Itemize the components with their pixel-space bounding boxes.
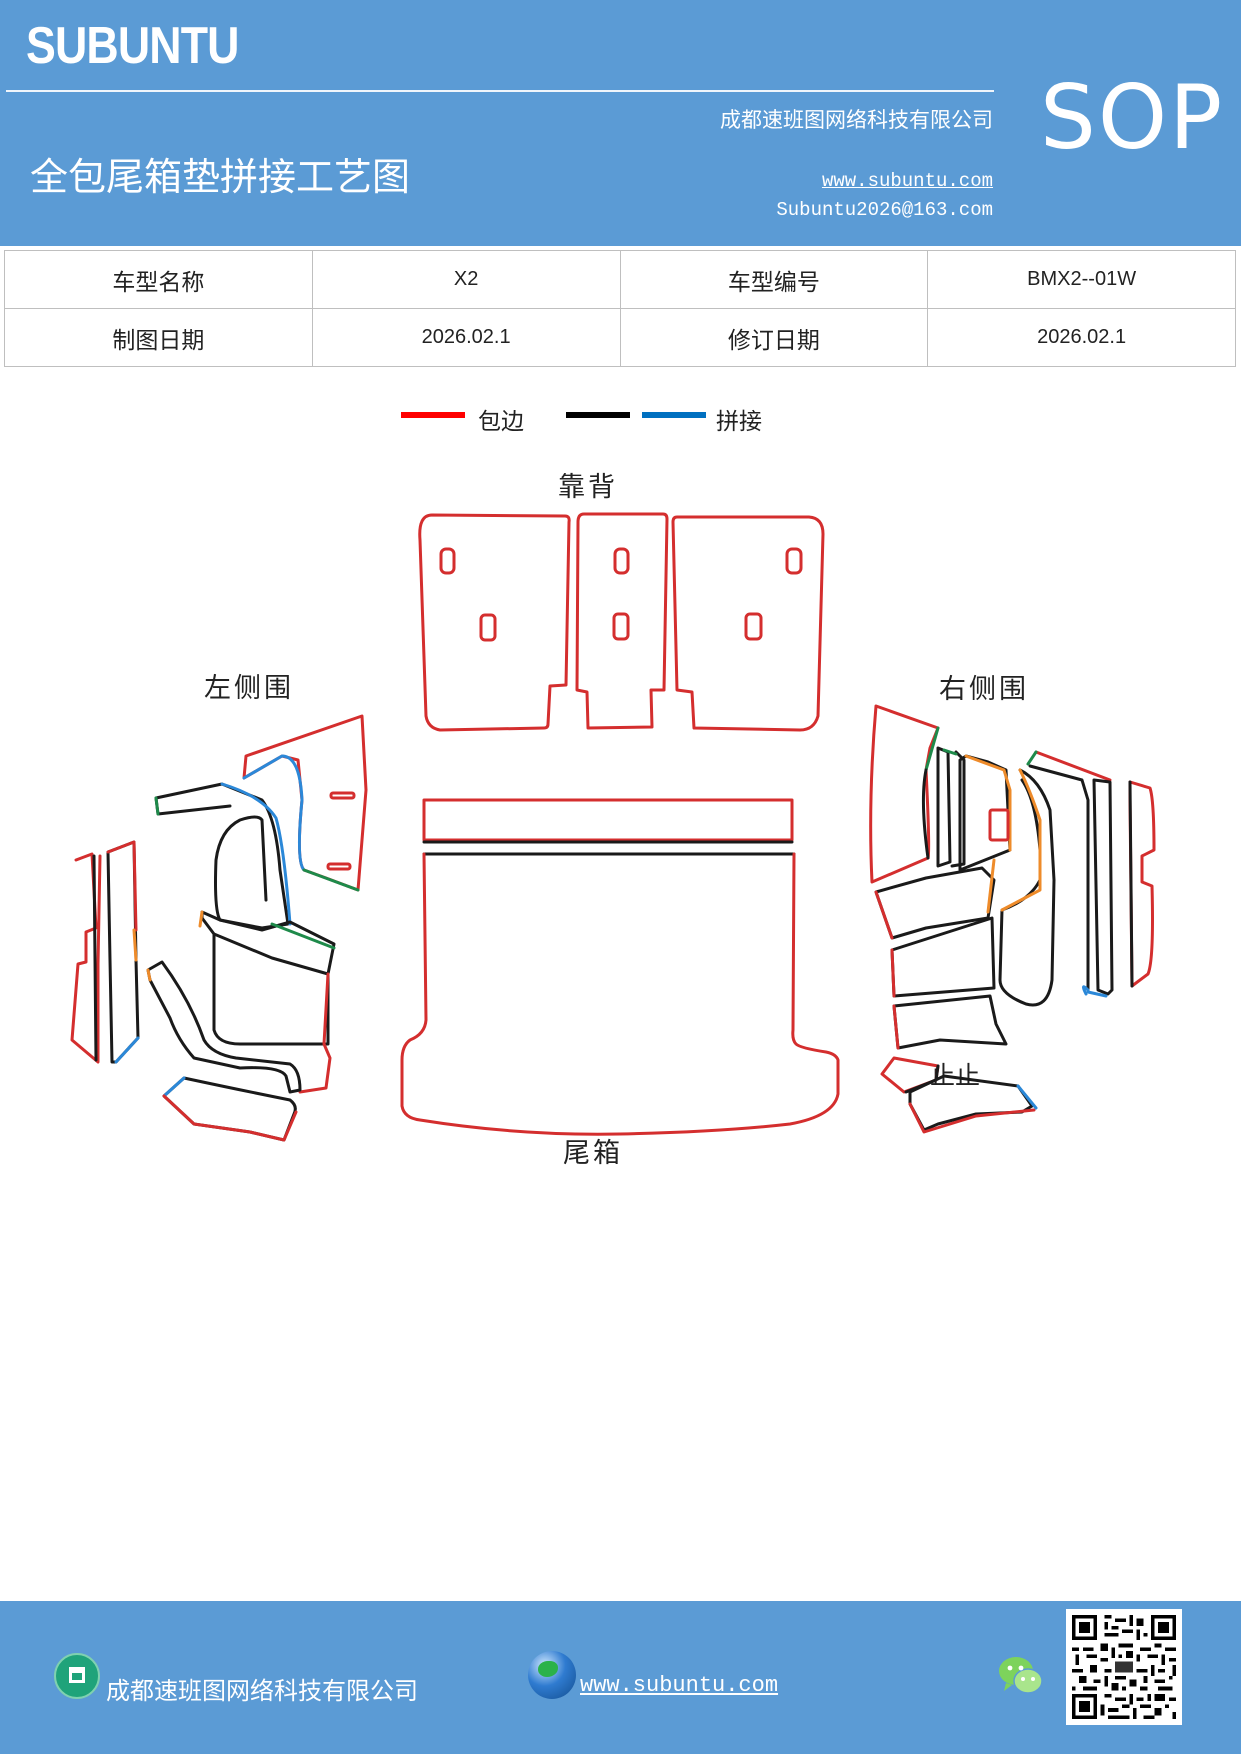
mat-layout-diagram: 靠背 左侧围 右侧围 尾箱 止止 [70, 472, 1156, 1169]
right-piece-stack-2 [890, 916, 996, 998]
left-piece-arch [154, 782, 290, 930]
left-piece-curve [146, 960, 302, 1094]
right-side-group [869, 704, 1156, 1134]
right-arch-edge [1034, 750, 1112, 782]
brand-logo: SUBUNTU [26, 17, 239, 75]
right-piece-window [958, 754, 1012, 872]
footer-company-name: 成都速班图网络科技有限公司 [106, 1677, 418, 1705]
left-curve-orange [146, 968, 152, 982]
legend-splice-line [642, 412, 706, 418]
left-mid-green [270, 922, 336, 950]
right-strip-splice-left [1081, 985, 1090, 996]
right-bottom-splice [1016, 1084, 1038, 1110]
left-bottom-splice [162, 1076, 186, 1098]
right-piece-stack-3 [892, 994, 1008, 1050]
header-banner: SUBUNTU SOP 成都速班图网络科技有限公司 全包尾箱垫拼接工艺图 www… [0, 0, 1241, 246]
right-stack-1-orange [986, 858, 996, 914]
left-strip-inner-edge [106, 840, 138, 932]
left-piece-tall-splice [242, 754, 306, 872]
backrest-right-panel [671, 515, 825, 732]
website-link[interactable]: www.subuntu.com [821, 170, 993, 192]
model-name-label: 车型名称 [4, 250, 313, 309]
right-stack-2-edge [890, 948, 896, 998]
trunk-group [400, 798, 840, 1136]
model-code-value: BMX2--01W [927, 250, 1236, 309]
left-side-group [70, 714, 368, 1142]
wechat-icon[interactable] [998, 1653, 1044, 1697]
footer-banner: 成都速班图网络科技有限公司 www.subuntu.com [0, 1601, 1241, 1754]
left-piece-mid [200, 910, 336, 1046]
table-row: 制图日期 2026.02.1 修订日期 2026.02.1 [4, 308, 1236, 367]
right-tall-green [924, 726, 940, 772]
right-arch-green [1026, 750, 1038, 766]
vehicle-info-table: 车型名称 X2 车型编号 BMX2--01W 制图日期 2026.02.1 修订… [4, 250, 1236, 367]
right-column-green [942, 748, 958, 756]
trunk-strip-panel [422, 798, 794, 842]
header-divider [6, 90, 994, 92]
page-title: 全包尾箱垫拼接工艺图 [30, 155, 411, 199]
right-bottom-edge [908, 1102, 1036, 1134]
backrest-hole [612, 612, 630, 641]
backrest-hole [785, 547, 803, 575]
left-arch-splice [220, 782, 292, 926]
right-stack-1-edge [874, 890, 894, 940]
backrest-left-panel [418, 513, 571, 732]
legend: 包边 拼接 [0, 398, 1241, 438]
revise-date-label: 修订日期 [619, 308, 929, 367]
right-window-orange [964, 754, 1012, 852]
right-strip-splice [1086, 990, 1108, 998]
legend-edge-label: 包边 [478, 409, 524, 435]
email-address: Subuntu2026@163.com [776, 199, 993, 221]
qr-code[interactable] [1066, 1609, 1182, 1725]
left-piece-bottom [162, 1076, 297, 1142]
backrest-hole [613, 547, 630, 575]
right-piece-strip [1092, 778, 1114, 996]
left-strip-splice [114, 1036, 140, 1064]
trunk-main-panel [400, 852, 840, 1136]
right-piece-tall [869, 704, 940, 884]
legend-splice-label: 拼接 [716, 409, 762, 435]
company-name: 成都速班图网络科技有限公司 [720, 108, 993, 132]
left-mark [329, 791, 356, 800]
label-right-side: 右侧围 [939, 674, 1029, 705]
building-icon [54, 1653, 100, 1699]
draw-date-value: 2026.02.1 [311, 308, 621, 367]
label-left-side: 左侧围 [204, 673, 294, 704]
left-mid-edge [298, 972, 332, 1094]
label-trunk: 尾箱 [563, 1138, 623, 1169]
backrest-group [418, 512, 825, 732]
table-row: 车型名称 X2 车型编号 BMX2--01W [4, 250, 1236, 309]
sop-badge: SOP [1040, 66, 1225, 169]
backrest-hole [479, 613, 497, 642]
label-backrest: 靠背 [558, 472, 618, 503]
legend-edge-line [401, 412, 465, 418]
right-piece-outer [1128, 780, 1156, 988]
draw-date-label: 制图日期 [4, 308, 313, 367]
left-strip-seam [92, 854, 98, 1062]
backrest-hole [744, 612, 763, 641]
backrest-hole [439, 547, 456, 575]
right-outer-seam [1128, 780, 1134, 988]
right-arch-inner [1028, 764, 1090, 992]
legend-seam-line [566, 412, 630, 418]
right-window-hole [988, 808, 1010, 842]
left-mid-orange [198, 910, 204, 928]
left-piece-tall-green [302, 868, 360, 892]
globe-icon [528, 1651, 576, 1699]
left-strip-orange [132, 928, 138, 962]
left-bottom-edge [162, 1094, 298, 1142]
right-tall-seam [921, 768, 930, 860]
right-arch-orange [1000, 768, 1042, 912]
model-name-value: X2 [311, 250, 621, 309]
footer-website-link[interactable]: www.subuntu.com [580, 1673, 779, 1698]
right-piece-stack-1 [874, 866, 996, 940]
left-arch-green [154, 796, 160, 816]
revise-date-value: 2026.02.1 [927, 308, 1236, 367]
left-mark [326, 862, 352, 871]
right-stack-3-edge [892, 1004, 900, 1050]
model-code-label: 车型编号 [619, 250, 929, 309]
backrest-center-panel [575, 512, 669, 730]
